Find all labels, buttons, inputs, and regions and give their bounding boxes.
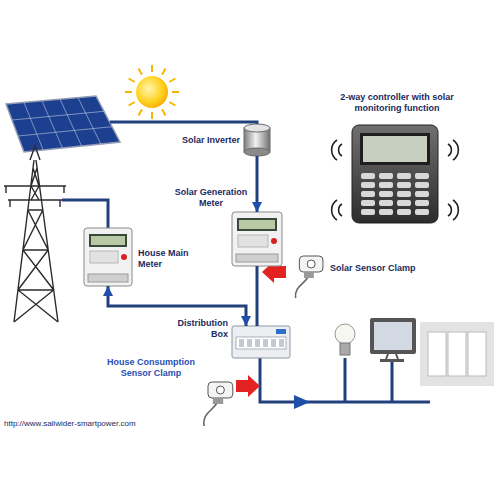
clamp-jaw [216, 386, 224, 394]
controller-key [397, 173, 411, 179]
sensor-arrow [236, 375, 260, 397]
controller-key [379, 191, 393, 197]
controller-device-outline [352, 125, 438, 223]
box-body [232, 326, 290, 358]
clamp-head [299, 256, 323, 272]
socket-panel [420, 322, 494, 386]
meter-plate [238, 235, 268, 247]
main-meter: House Main Meter [84, 228, 132, 286]
distribution-box: Distribution Box [232, 326, 290, 358]
tv-base [380, 359, 404, 362]
meter-display [239, 220, 275, 229]
bulb-base [340, 343, 350, 355]
node-label: House Consumption Sensor Clamp [95, 357, 207, 379]
tv-bezel [370, 318, 416, 354]
breaker-strip [236, 337, 286, 349]
clamp-head [208, 382, 233, 398]
meter-plate [90, 251, 118, 263]
meter-display-frame [89, 234, 127, 247]
controller-key [379, 182, 393, 188]
smart-plug [448, 332, 466, 376]
controller-key [415, 173, 429, 179]
sensor-clamp-outline [288, 254, 326, 298]
solar-inverter-outline [244, 124, 270, 156]
controller-key [361, 200, 375, 206]
distribution-box-outline [232, 326, 290, 358]
controller-key [415, 200, 429, 206]
tv-stand [386, 354, 398, 359]
breaker [239, 339, 244, 347]
meter-body [232, 212, 282, 266]
url-label: http://www.sailwider-smartpower.com [4, 419, 136, 429]
generation-meter: Solar Generation Meter [232, 212, 282, 266]
breaker [271, 339, 276, 347]
smart-plug [428, 332, 446, 376]
controller-key [397, 209, 411, 215]
node-label: House Main Meter [138, 248, 198, 270]
breaker [247, 339, 252, 347]
node-label: Solar Generation Meter [168, 187, 254, 209]
controller-key [361, 191, 375, 197]
node-label: Solar Inverter [168, 135, 240, 146]
panel-wire [110, 122, 257, 125]
solar-panel [6, 96, 120, 152]
box-logo [276, 329, 286, 334]
panel-grid [12, 98, 112, 150]
controller-device: 2-way controller with solar monitoring f… [352, 125, 438, 223]
solar-inverter: Solar Inverter [244, 124, 270, 156]
controller-key [379, 209, 393, 215]
meter-display [91, 236, 125, 245]
sensor-clamp: Solar Sensor Clamp [288, 254, 326, 298]
breaker [255, 339, 260, 347]
clamp-jaw [307, 260, 315, 268]
flow-arrow [294, 395, 310, 409]
controller-body [352, 125, 438, 223]
breaker [279, 339, 284, 347]
inverter-bottom [244, 148, 270, 156]
power-wire [256, 266, 259, 326]
controller-key [397, 200, 411, 206]
load-wire [260, 358, 430, 402]
meter-display-frame [237, 218, 277, 231]
controller-key [361, 209, 375, 215]
clamp-grip [304, 272, 314, 278]
controller-key [397, 182, 411, 188]
controller-key [361, 173, 375, 179]
meter-terminal [236, 254, 278, 262]
meter-button [271, 238, 277, 244]
inverter-top [244, 124, 270, 132]
controller-screen-frame [360, 133, 430, 165]
sensor-clamp: House Consumption Sensor Clamp [196, 380, 236, 426]
node-label: Distribution Box [170, 318, 228, 340]
meter-button [121, 254, 127, 260]
meter-body [84, 228, 132, 286]
sun [136, 76, 168, 108]
node-label: 2-way controller with solar monitoring f… [332, 92, 462, 114]
clamp-grip [213, 398, 223, 404]
smart-plug [468, 332, 486, 376]
controller-screen [363, 136, 427, 162]
main-meter-outline [84, 228, 132, 286]
controller-key [379, 173, 393, 179]
controller-key [397, 191, 411, 197]
grid-wire [62, 200, 108, 228]
sensor-clamp-outline [196, 380, 236, 426]
breaker [263, 339, 268, 347]
sun-rays [125, 65, 179, 119]
node-label: Solar Sensor Clamp [330, 263, 450, 274]
controller-key [415, 191, 429, 197]
light-bulb [335, 324, 355, 344]
generation-meter-outline [232, 212, 282, 266]
controller-key [415, 209, 429, 215]
controller-key [415, 182, 429, 188]
controller-key [379, 200, 393, 206]
transmission-tower [4, 146, 66, 322]
tv-screen [374, 322, 412, 350]
controller-key [361, 182, 375, 188]
power-wire [256, 156, 259, 212]
meter-terminal [88, 274, 128, 282]
